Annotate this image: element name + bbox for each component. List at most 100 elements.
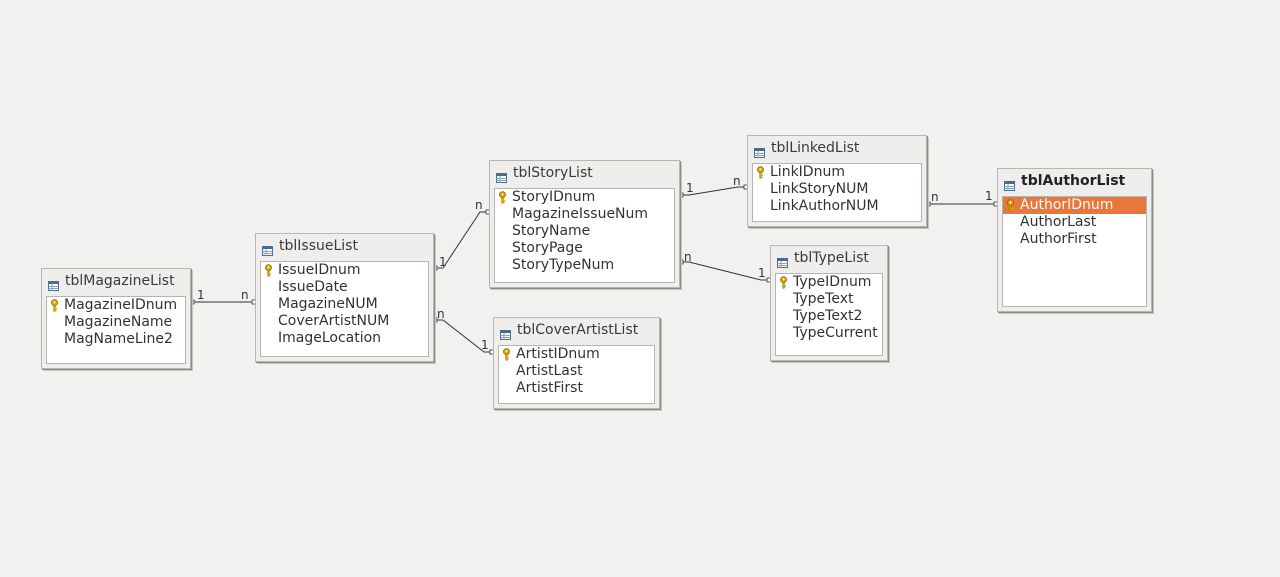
cardinality-label: 1 <box>985 189 993 203</box>
field-item[interactable]: LinkStoryNUM <box>753 181 921 198</box>
primary-key-icon <box>502 348 511 361</box>
cardinality-label: 1 <box>758 266 766 280</box>
field-item[interactable]: IssueDate <box>261 279 428 296</box>
field-item[interactable]: StoryIDnum <box>495 189 674 206</box>
cardinality-label: 1 <box>686 181 694 195</box>
table-icon <box>1004 176 1015 191</box>
field-name: LinkStoryNUM <box>770 181 869 197</box>
field-name: AuthorFirst <box>1020 231 1097 247</box>
table-icon <box>496 168 507 183</box>
table-header[interactable]: tblMagazineList <box>42 269 190 293</box>
primary-key-icon <box>50 299 59 312</box>
field-name: ArtistFirst <box>516 380 583 396</box>
table-icon <box>754 143 765 158</box>
table-title: tblCoverArtistList <box>517 322 639 338</box>
field-name: StoryTypeNum <box>512 257 615 273</box>
table-title: tblTypeList <box>794 250 869 266</box>
field-name: ArtistIDnum <box>516 346 600 362</box>
table-header[interactable]: tblAuthorList <box>998 169 1151 193</box>
field-item[interactable]: TypeText2 <box>776 308 882 325</box>
field-item[interactable]: TypeText <box>776 291 882 308</box>
table-header[interactable]: tblCoverArtistList <box>494 318 659 342</box>
field-item[interactable]: MagazineName <box>47 314 185 331</box>
field-item[interactable]: LinkAuthorNUM <box>753 198 921 215</box>
primary-key-icon <box>1006 199 1015 212</box>
field-name: MagazineName <box>64 314 173 330</box>
field-name: StoryName <box>512 223 591 239</box>
field-item[interactable]: ArtistLast <box>499 363 654 380</box>
field-item[interactable]: TypeIDnum <box>776 274 882 291</box>
field-item[interactable]: AuthorFirst <box>1003 231 1146 248</box>
field-item[interactable]: ArtistFirst <box>499 380 654 397</box>
cardinality-label: n <box>684 250 692 264</box>
field-item[interactable]: MagazineIssueNum <box>495 206 674 223</box>
table-icon <box>500 325 511 340</box>
cardinality-label: n <box>733 174 741 188</box>
field-item[interactable]: CoverArtistNUM <box>261 313 428 330</box>
field-name: StoryIDnum <box>512 189 596 205</box>
cardinality-label: n <box>241 288 249 302</box>
table-title: tblLinkedList <box>771 140 860 156</box>
table-header[interactable]: tblStoryList <box>490 161 679 185</box>
relation-issue-coverartist[interactable]: n1 <box>432 307 495 355</box>
field-item[interactable]: StoryPage <box>495 240 674 257</box>
table-header[interactable]: tblIssueList <box>256 234 433 258</box>
primary-key-icon <box>498 191 507 204</box>
primary-key-icon <box>779 276 788 289</box>
field-item[interactable]: StoryName <box>495 223 674 240</box>
field-name: CoverArtistNUM <box>278 313 390 329</box>
field-name: StoryPage <box>512 240 583 256</box>
table-title: tblIssueList <box>279 238 358 254</box>
relation-issue-story[interactable]: 1n <box>432 198 491 271</box>
field-name: AuthorLast <box>1020 214 1097 230</box>
table-title: tblAuthorList <box>1021 173 1126 189</box>
field-item[interactable]: IssueIDnum <box>261 262 428 279</box>
field-item[interactable]: MagazineIDnum <box>47 297 185 314</box>
field-item[interactable]: TypeCurrent <box>776 325 882 342</box>
table-header[interactable]: tblLinkedList <box>748 136 926 160</box>
field-name: TypeIDnum <box>793 274 872 290</box>
table-header[interactable]: tblTypeList <box>771 246 887 270</box>
field-item[interactable]: AuthorLast <box>1003 214 1146 231</box>
field-item[interactable]: MagazineNUM <box>261 296 428 313</box>
cardinality-label: 1 <box>481 338 489 352</box>
field-item[interactable]: LinkIDnum <box>753 164 921 181</box>
field-item[interactable]: ArtistIDnum <box>499 346 654 363</box>
field-name: AuthorIDnum <box>1020 197 1114 213</box>
cardinality-label: 1 <box>197 288 205 302</box>
field-name: TypeText <box>793 291 854 307</box>
cardinality-label: n <box>437 307 445 321</box>
field-name: LinkIDnum <box>770 164 845 180</box>
field-name: LinkAuthorNUM <box>770 198 879 214</box>
field-item[interactable]: StoryTypeNum <box>495 257 674 274</box>
field-item[interactable]: ImageLocation <box>261 330 428 347</box>
field-name: MagazineIDnum <box>64 297 178 313</box>
field-name: TypeCurrent <box>793 325 878 341</box>
table-icon <box>262 241 273 256</box>
relation-story-type[interactable]: n1 <box>678 250 772 283</box>
primary-key-icon <box>756 166 765 179</box>
field-item[interactable]: MagNameLine2 <box>47 331 185 348</box>
table-icon <box>48 276 59 291</box>
table-icon <box>777 253 788 268</box>
field-item[interactable]: AuthorIDnum <box>1003 197 1146 214</box>
